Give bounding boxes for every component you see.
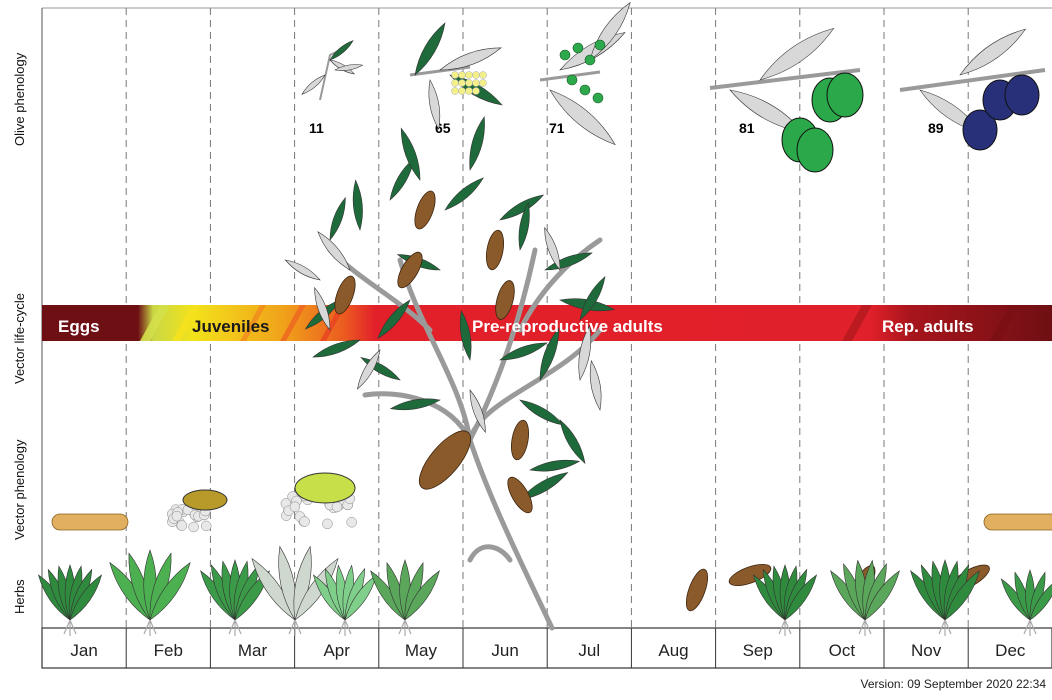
life-stage-juveniles: Juveniles (192, 317, 270, 336)
spittlebug-adult-icon (411, 188, 440, 231)
spittlebug-adult-icon (682, 567, 712, 614)
ripe-olive-icon (1005, 75, 1039, 115)
olive-flower-icon (480, 80, 487, 87)
egg-mass-icon (984, 514, 1052, 530)
olive-flower-icon (473, 88, 480, 95)
egg-mass-icon (52, 514, 128, 530)
olive-flower-icon (473, 80, 480, 87)
olive-flower-icon (466, 72, 473, 79)
olive-flower-icon (459, 80, 466, 87)
row-label-vector-life-cycle: Vector life-cycle (12, 293, 27, 384)
olive-leaf (284, 257, 322, 283)
spittle-foam-icon (172, 511, 182, 521)
olive-fruit-set-icon (585, 55, 595, 65)
olive-flower-icon (459, 72, 466, 79)
olive-leaf (465, 116, 489, 172)
spittle-foam-icon (189, 522, 199, 532)
nymph-icon (183, 490, 227, 510)
olive-stage-89: 89 (928, 120, 944, 136)
olive-flower-icon (480, 72, 487, 79)
green-olive-icon (827, 73, 863, 117)
month-label-may: May (405, 641, 438, 660)
month-label-jul: Jul (578, 641, 600, 660)
spittlebug-adult-icon (411, 423, 479, 497)
olive-flower-icon (452, 88, 459, 95)
month-label-feb: Feb (154, 641, 183, 660)
month-label-jun: Jun (491, 641, 518, 660)
olive-flower-icon (473, 72, 480, 79)
spittle-foam-icon (201, 521, 211, 531)
version-label: Version: 09 September 2020 22:34 (861, 677, 1046, 691)
olive-branch-stem (400, 260, 470, 440)
olive-fruit-set-icon (567, 75, 577, 85)
olive-flower-icon (452, 80, 459, 87)
row-label-vector-phenology: Vector phenology (12, 440, 27, 540)
olive-fruit-set-icon (573, 43, 583, 53)
olive-stage-81: 81 (739, 120, 755, 136)
olive-flower-icon (452, 72, 459, 79)
spittle-foam-icon (332, 502, 342, 512)
olive-leaf (442, 174, 486, 213)
olive-leaf (529, 457, 580, 475)
life-stage-eggs: Eggs (58, 317, 100, 336)
olive-leaf (328, 39, 354, 62)
row-label-olive-phenology: Olive phenology (12, 53, 27, 146)
row-label-herbs: Herbs (12, 579, 27, 614)
month-label-jan: Jan (70, 641, 97, 660)
month-label-apr: Apr (323, 641, 350, 660)
olive-flower-icon (459, 88, 466, 95)
nymph-icon (295, 473, 355, 503)
spittle-foam-icon (177, 521, 187, 531)
herb-illustrations (34, 545, 1052, 636)
month-label-mar: Mar (238, 641, 268, 660)
olive-fruit-set-icon (593, 93, 603, 103)
month-label-nov: Nov (911, 641, 942, 660)
life-stage-pre-reproductive: Pre-reproductive adults (472, 317, 663, 336)
spittlebug-adult-icon (509, 419, 532, 461)
olive-stage-11: 11 (309, 120, 324, 136)
olive-flower-icon (466, 88, 473, 95)
olive-leaf (585, 0, 635, 64)
spittle-foam-icon (290, 502, 300, 512)
olive-stage-71: 71 (549, 120, 565, 136)
olive-fruit-set-icon (595, 40, 605, 50)
month-label-oct: Oct (829, 641, 856, 660)
olive-branch-stem (470, 547, 510, 560)
month-label-aug: Aug (658, 641, 688, 660)
spittle-foam-icon (347, 517, 357, 527)
olive-branch-illustration (284, 116, 615, 628)
olive-fruit-set-icon (560, 50, 570, 60)
spittle-foam-icon (322, 519, 332, 529)
olive-leaf (556, 418, 589, 466)
olive-flower-icon (466, 80, 473, 87)
olive-leaf (587, 360, 605, 411)
vector-illustrations (52, 473, 1052, 613)
olive-leaf (351, 180, 364, 231)
life-stage-reproductive: Rep. adults (882, 317, 974, 336)
month-label-sep: Sep (743, 641, 773, 660)
olive-leaf (326, 196, 349, 241)
olive-fruit-set-icon (580, 85, 590, 95)
spittle-foam-icon (300, 517, 310, 527)
spittlebug-adult-icon (484, 229, 507, 271)
olive-leaf (314, 229, 353, 273)
green-olive-icon (797, 128, 833, 172)
month-label-dec: Dec (995, 641, 1026, 660)
